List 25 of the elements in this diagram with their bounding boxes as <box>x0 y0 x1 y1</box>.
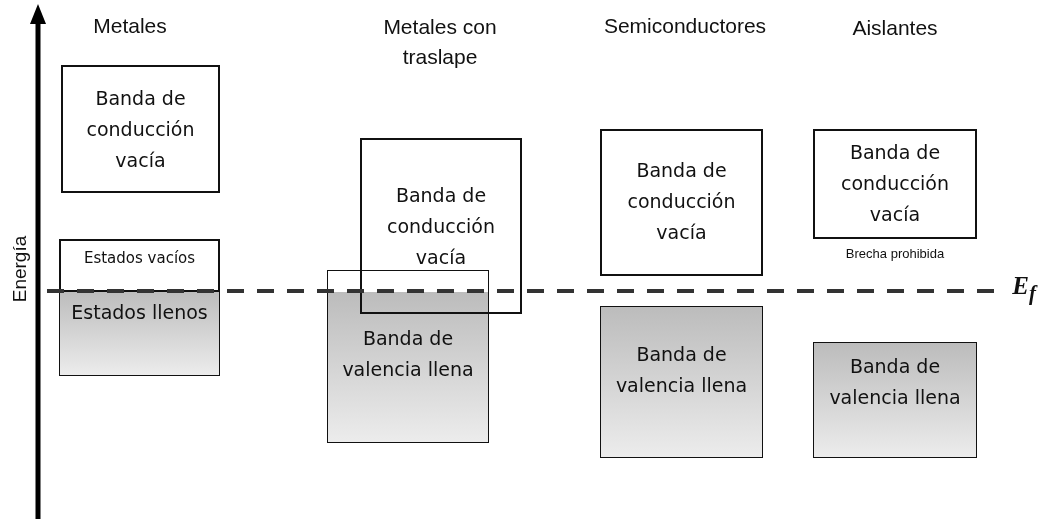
band-label: Banda de conducción vacía <box>839 140 951 227</box>
empty-band-box <box>360 138 522 314</box>
filled-band-box <box>327 270 489 443</box>
band-label: Banda de valencia llena <box>828 354 962 410</box>
empty-band-box <box>600 129 763 276</box>
filled-band-box <box>600 306 763 458</box>
fermi-level-label: E$_{f}$ <box>1011 272 1039 306</box>
band-label: Estados llenos <box>70 300 209 325</box>
band-label: Estados vacíos <box>82 248 197 269</box>
band-label: Banda de conducción vacía <box>385 183 497 270</box>
band-gap-label: Brecha prohibida <box>844 246 946 261</box>
empty-band-box <box>61 65 220 193</box>
filled-band-box <box>59 290 220 376</box>
column-heading: Metales con traslape <box>382 14 498 70</box>
filled-band-box <box>813 342 977 458</box>
column-heading: Aislantes <box>851 16 939 40</box>
empty-band-box <box>813 129 977 239</box>
band-label: Banda de valencia llena <box>614 342 749 398</box>
empty-band-box <box>59 239 220 292</box>
column-heading: Semiconductores <box>602 14 768 38</box>
band-label: Banda de conducción vacía <box>626 158 737 245</box>
band-label: Banda de conducción vacía <box>85 86 196 173</box>
column-heading: Metales <box>92 14 168 38</box>
axis-title: Energía <box>9 234 31 305</box>
band-label: Banda de valencia llena <box>341 326 475 382</box>
